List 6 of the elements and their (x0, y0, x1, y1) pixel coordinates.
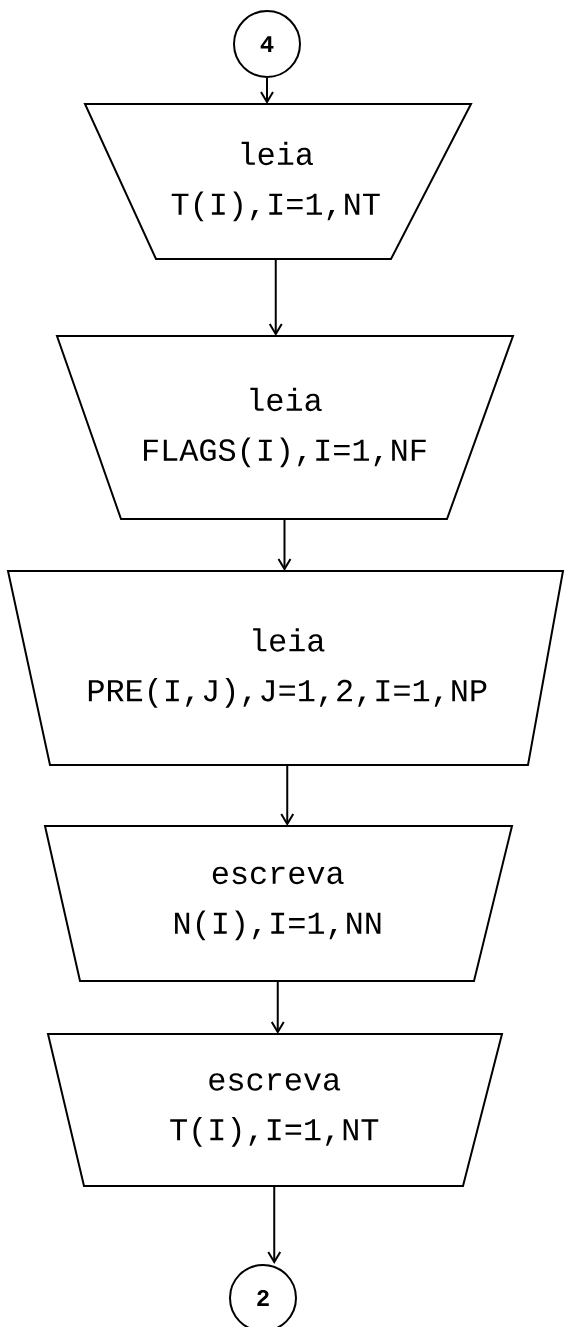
arrow (270, 980, 285, 1034)
arrow (260, 77, 274, 104)
arrow (277, 518, 292, 571)
arrow (267, 1185, 282, 1264)
arrow (268, 258, 283, 336)
arrow (280, 764, 295, 826)
